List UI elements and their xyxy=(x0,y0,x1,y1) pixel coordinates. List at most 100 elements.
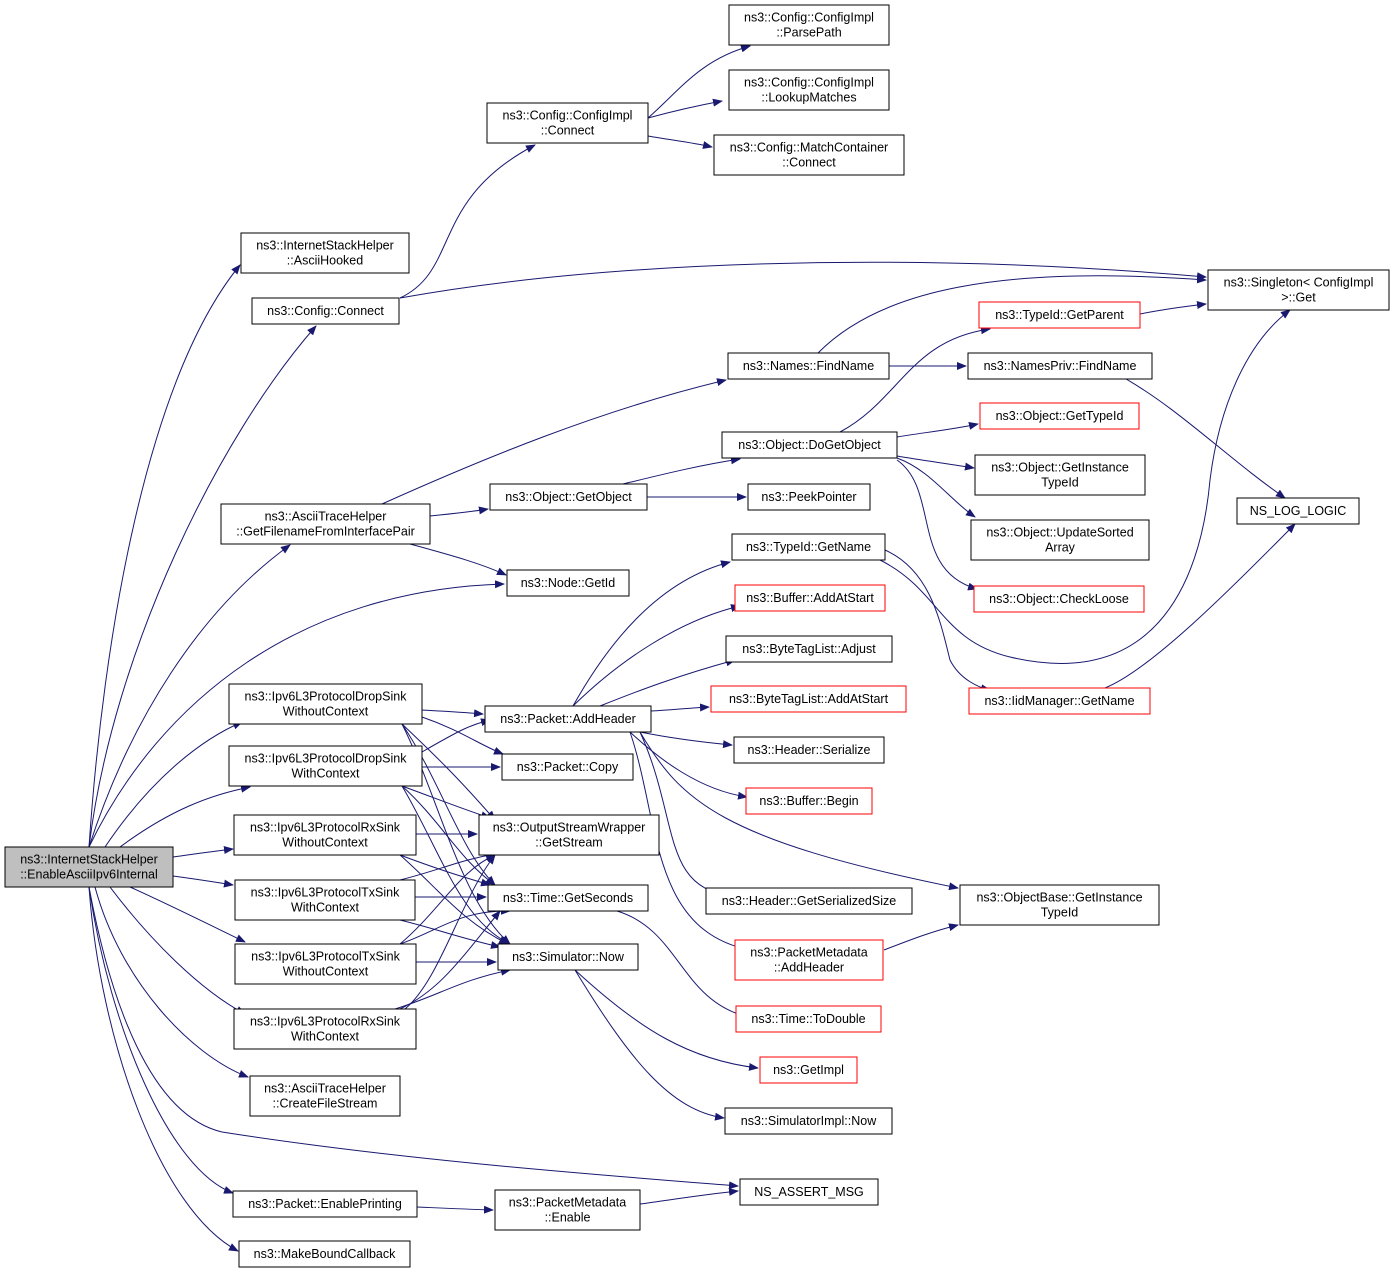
node-box xyxy=(970,519,1150,561)
node-label: ns3::Ipv6L3ProtocolRxSink xyxy=(250,1015,401,1029)
node-label: ::Enable xyxy=(545,1211,591,1225)
node-label: ns3::Names::FindName xyxy=(743,359,874,373)
node-buffer-begin[interactable]: ns3::Buffer::Begin xyxy=(745,787,873,815)
node-label: ns3::PeekPointer xyxy=(761,490,856,504)
node-box xyxy=(735,1005,882,1033)
node-getimpl[interactable]: ns3::GetImpl xyxy=(759,1056,858,1084)
node-label: ns3::Object::DoGetObject xyxy=(738,438,881,452)
node-simulator-now[interactable]: ns3::Simulator::Now xyxy=(497,943,639,971)
node-label: ns3::IidManager::GetName xyxy=(984,694,1134,708)
node-iidmanager-getname[interactable]: ns3::IidManager::GetName xyxy=(968,687,1151,715)
call-edge xyxy=(401,785,491,819)
node-box xyxy=(747,483,871,511)
node-header-serialize[interactable]: ns3::Header::Serialize xyxy=(733,736,885,764)
node-packet-addheader[interactable]: ns3::Packet::AddHeader xyxy=(484,705,652,733)
node-osw-getstream[interactable]: ns3::OutputStreamWrapper::GetStream xyxy=(478,814,660,856)
call-edge xyxy=(399,144,536,299)
node-box xyxy=(478,814,660,856)
node-label: ns3::Header::Serialize xyxy=(748,743,871,757)
node-object-dogetobject[interactable]: ns3::Object::DoGetObject xyxy=(721,431,898,459)
node-createfilestream[interactable]: ns3::AsciiTraceHelper::CreateFileStream xyxy=(249,1075,401,1117)
node-time-todouble[interactable]: ns3::Time::ToDouble xyxy=(735,1005,882,1033)
node-pm-addheader[interactable]: ns3::PacketMetadata::AddHeader xyxy=(734,939,884,981)
node-label: ::LookupMatches xyxy=(761,91,856,105)
node-box xyxy=(759,1056,858,1084)
node-typeid-getname[interactable]: ns3::TypeId::GetName xyxy=(731,533,886,561)
call-edge xyxy=(429,506,489,517)
node-configimpl-parsepath[interactable]: ns3::Config::ConfigImpl::ParsePath xyxy=(728,4,890,46)
node-node-getid[interactable]: ns3::Node::GetId xyxy=(506,569,630,597)
call-edge xyxy=(399,854,496,945)
node-header-getsersize[interactable]: ns3::Header::GetSerializedSize xyxy=(705,887,913,915)
node-configimpl-connect[interactable]: ns3::Config::ConfigImpl::Connect xyxy=(486,102,649,144)
node-typeid-getparent[interactable]: ns3::TypeId::GetParent xyxy=(978,301,1141,329)
node-packet-copy[interactable]: ns3::Packet::Copy xyxy=(501,753,634,781)
node-matchcontainer-connect[interactable]: ns3::Config::MatchContainer::Connect xyxy=(713,134,905,176)
call-edge xyxy=(650,703,710,712)
node-simimpl-now[interactable]: ns3::SimulatorImpl::Now xyxy=(724,1107,893,1135)
call-edge xyxy=(599,658,736,707)
node-box xyxy=(249,1075,401,1117)
call-edge xyxy=(639,1187,739,1205)
call-edge xyxy=(647,135,713,149)
node-dropsink-woc[interactable]: ns3::Ipv6L3ProtocolDropSinkWithoutContex… xyxy=(228,683,423,725)
node-label: WithoutContext xyxy=(283,705,369,719)
node-buffer-addatstart[interactable]: ns3::Buffer::AddAtStart xyxy=(734,584,886,612)
node-box xyxy=(220,503,431,545)
node-makeboundcallback[interactable]: ns3::MakeBoundCallback xyxy=(238,1240,411,1268)
call-edge xyxy=(88,580,505,848)
call-edge xyxy=(572,604,741,707)
node-label: ns3::ByteTagList::Adjust xyxy=(742,642,876,656)
node-object-getobject[interactable]: ns3::Object::GetObject xyxy=(489,483,648,511)
node-label: ns3::Node::GetId xyxy=(521,576,616,590)
node-ns-log-logic[interactable]: NS_LOG_LOGIC xyxy=(1236,497,1360,525)
node-asciihooked[interactable]: ns3::InternetStackHelper::AsciiHooked xyxy=(240,232,410,274)
node-names-findname[interactable]: ns3::Names::FindName xyxy=(727,352,890,380)
node-label: ns3::Simulator::Now xyxy=(512,950,625,964)
node-box xyxy=(713,134,905,176)
call-edge xyxy=(399,261,1207,299)
node-peekpointer[interactable]: ns3::PeekPointer xyxy=(747,483,871,511)
node-label: ns3::AsciiTraceHelper xyxy=(264,1082,386,1096)
call-edge xyxy=(88,264,241,848)
node-box xyxy=(733,736,885,764)
node-label: ns3::TypeId::GetParent xyxy=(995,308,1124,322)
node-label: WithContext xyxy=(291,1030,360,1044)
call-edge xyxy=(404,854,496,1010)
node-pm-enable[interactable]: ns3::PacketMetadata::Enable xyxy=(494,1189,641,1231)
node-label: ::Connect xyxy=(541,124,595,138)
node-namespriv-findname[interactable]: ns3::NamesPriv::FindName xyxy=(967,352,1153,380)
call-edge xyxy=(401,785,511,945)
node-getfilename[interactable]: ns3::AsciiTraceHelper::GetFilenameFromIn… xyxy=(220,503,431,545)
node-ns-assert-msg[interactable]: NS_ASSERT_MSG xyxy=(739,1178,879,1206)
node-singleton-get[interactable]: ns3::Singleton< ConfigImpl>::Get xyxy=(1207,269,1390,311)
node-box xyxy=(233,1008,417,1050)
node-time-getseconds[interactable]: ns3::Time::GetSeconds xyxy=(487,884,649,912)
call-edge xyxy=(817,275,1207,354)
node-configimpl-lookup[interactable]: ns3::Config::ConfigImpl::LookupMatches xyxy=(728,69,890,111)
node-label: >::Get xyxy=(1281,291,1316,305)
node-root[interactable]: ns3::InternetStackHelper::EnableAsciiIpv… xyxy=(4,846,174,888)
node-btl-addatstart[interactable]: ns3::ByteTagList::AddAtStart xyxy=(710,685,907,713)
node-object-checkloose[interactable]: ns3::Object::CheckLoose xyxy=(973,585,1145,613)
node-label: ns3::Ipv6L3ProtocolRxSink xyxy=(250,821,401,835)
node-enableprinting[interactable]: ns3::Packet::EnablePrinting xyxy=(232,1190,418,1218)
node-config-connect[interactable]: ns3::Config::Connect xyxy=(251,297,400,325)
node-label: ns3::OutputStreamWrapper xyxy=(493,821,646,835)
node-label: TypeId xyxy=(1041,476,1079,490)
node-label: ns3::PacketMetadata xyxy=(509,1196,626,1210)
function-nodes: ns3::InternetStackHelper::EnableAsciiIpv… xyxy=(4,4,1390,1268)
call-edge xyxy=(399,854,491,887)
node-label: WithoutContext xyxy=(282,836,368,850)
node-btl-adjust[interactable]: ns3::ByteTagList::Adjust xyxy=(725,635,893,663)
node-box xyxy=(734,939,884,981)
node-object-gettypeid[interactable]: ns3::Object::GetTypeId xyxy=(979,402,1140,430)
